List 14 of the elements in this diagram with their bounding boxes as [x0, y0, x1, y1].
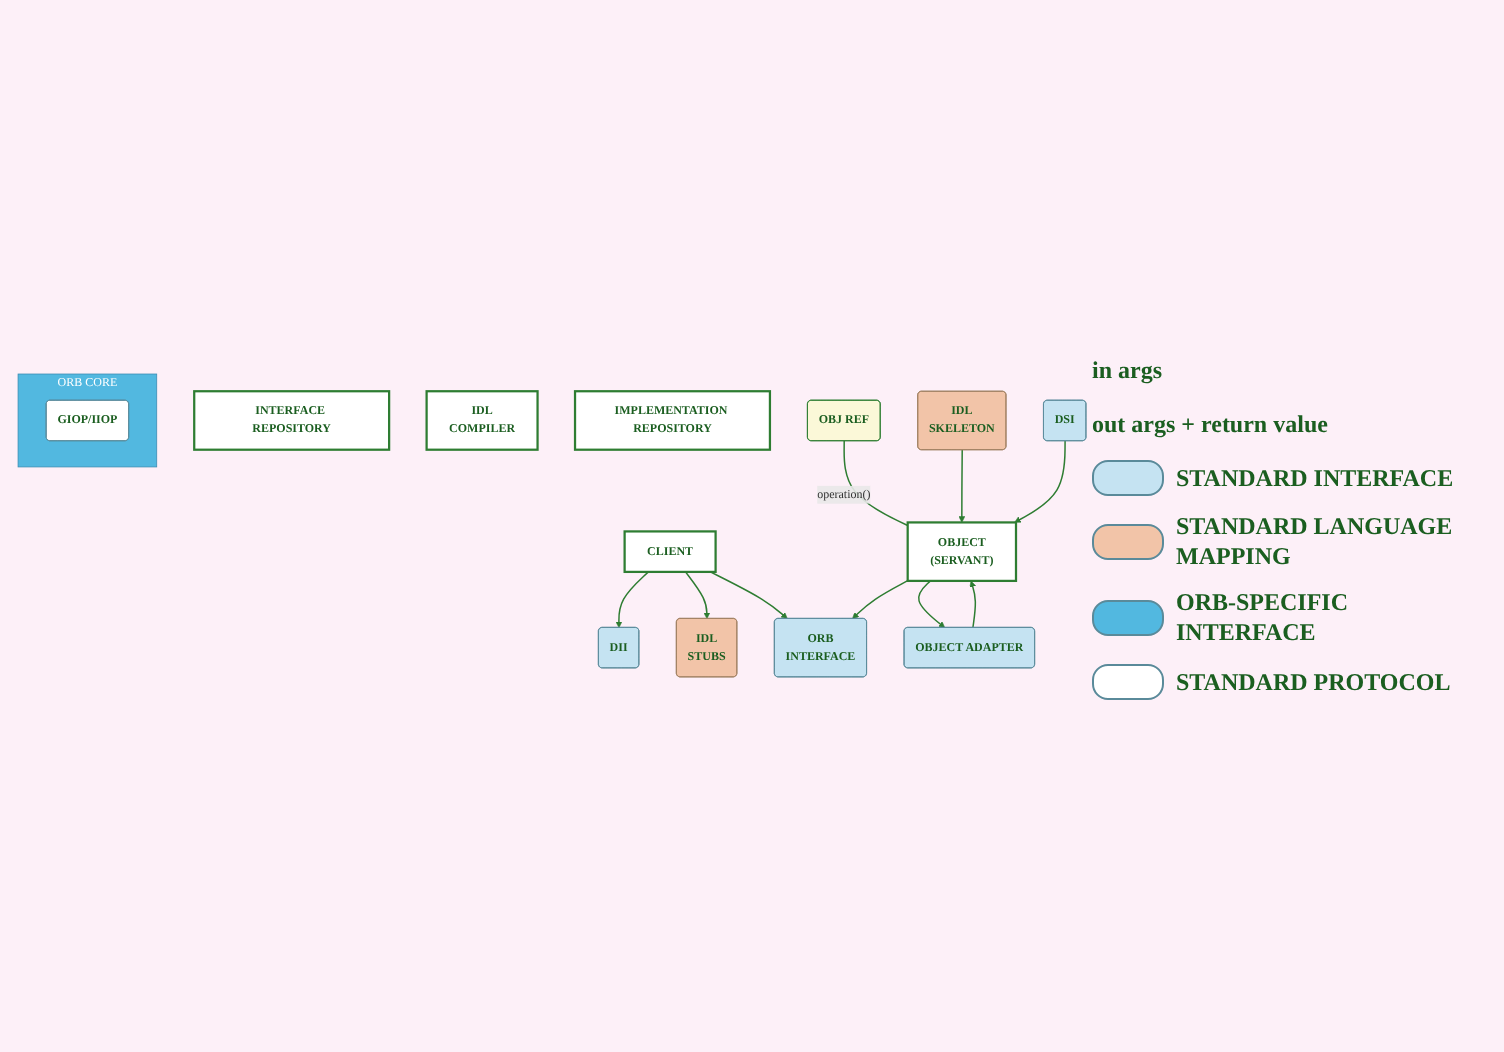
- legend-label: STANDARD INTERFACE: [1176, 463, 1454, 493]
- arrow: [1014, 440, 1066, 524]
- arrow: [615, 571, 650, 629]
- legend-label: ORB-SPECIFIC INTERFACE: [1176, 588, 1351, 648]
- legend-label: STANDARD PROTOCOL: [1176, 667, 1451, 697]
- arrow: [958, 449, 966, 524]
- arrow: [917, 580, 946, 629]
- arrow-note: in args: [1092, 354, 1165, 388]
- arrow-note: out args + return value: [1092, 408, 1330, 442]
- arrow: [969, 581, 977, 630]
- legend-label: STANDARD LANGUAGE MAPPING: [1176, 512, 1455, 572]
- arrow: [684, 571, 711, 620]
- arrow: [709, 571, 788, 620]
- arrow: [852, 580, 909, 620]
